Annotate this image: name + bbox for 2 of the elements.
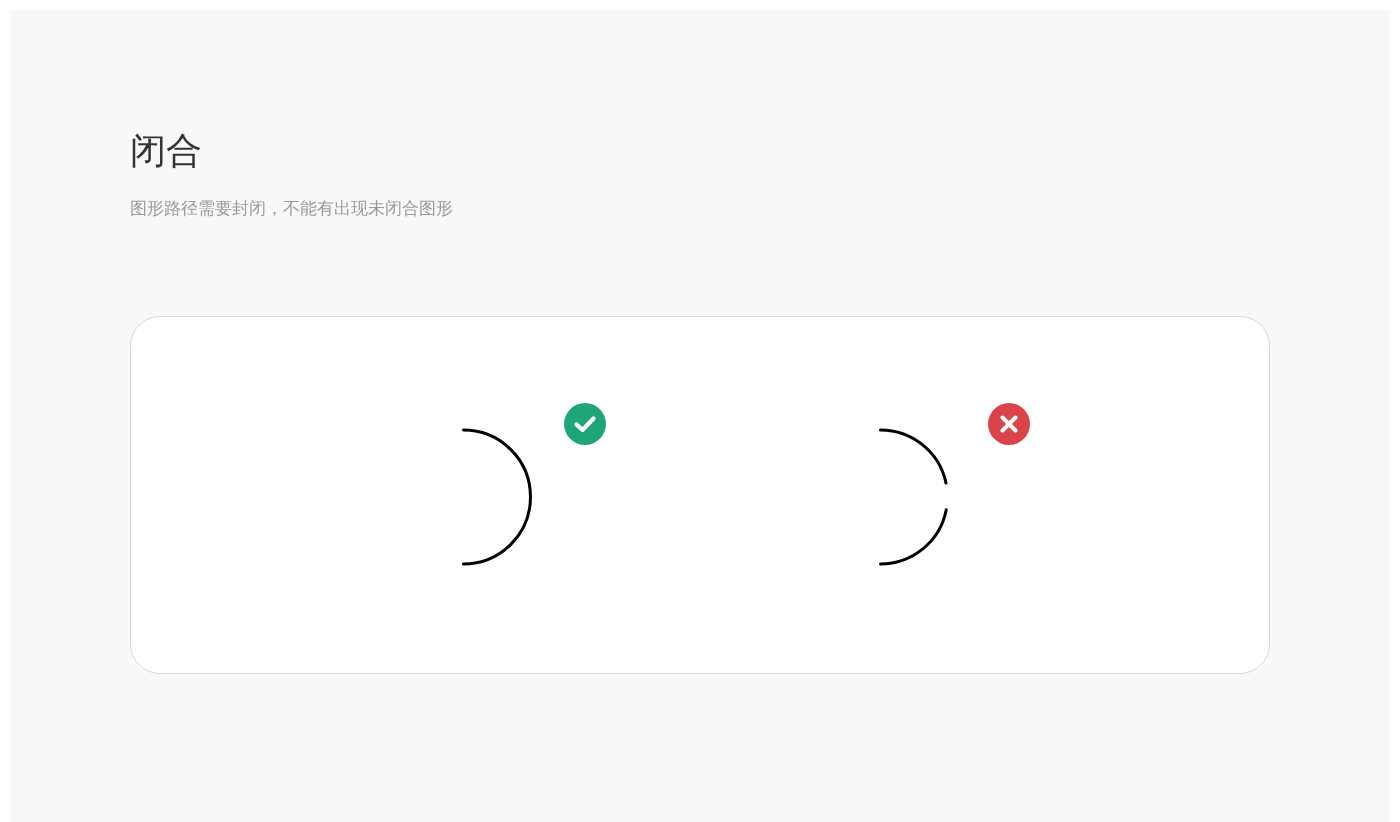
page-title: 闭合 (130, 129, 202, 173)
description-text: 图形路径需要封闭，不能有出现未闭合图形 (130, 197, 453, 219)
